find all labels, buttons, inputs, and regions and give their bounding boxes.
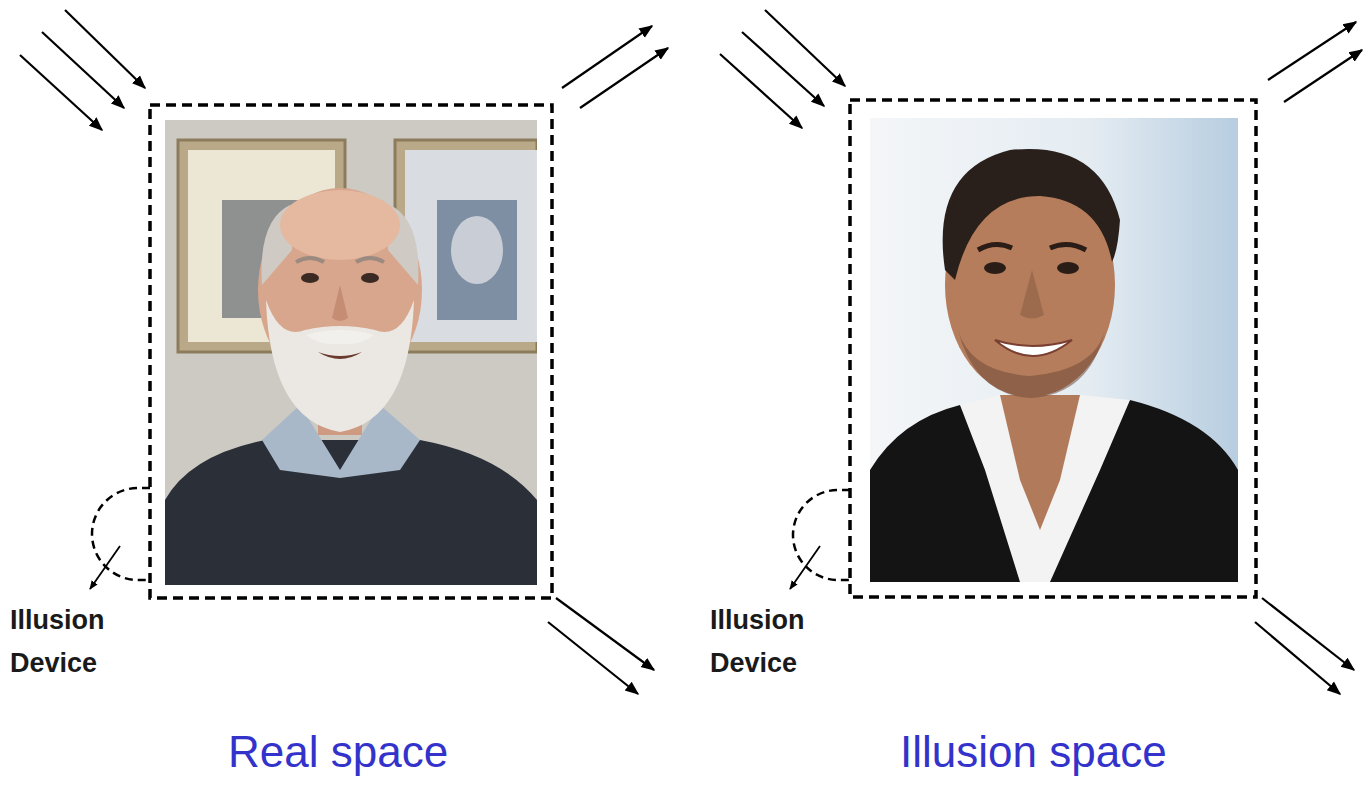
nose (332, 285, 348, 321)
ray (1268, 22, 1356, 80)
space-caption: Real space (228, 726, 448, 778)
leader-line (790, 546, 820, 589)
ray (20, 55, 102, 130)
ray (1284, 50, 1362, 102)
leader-line (90, 546, 120, 589)
eyebrow (356, 258, 384, 262)
ray (65, 10, 145, 88)
ray (742, 32, 824, 106)
ray (562, 26, 652, 88)
device-label: Illusion Device (10, 599, 150, 685)
outgoing-rays (548, 26, 668, 694)
illusion-region-boundary (850, 100, 1256, 597)
eye (1057, 262, 1079, 274)
ray (42, 32, 124, 108)
eye (361, 273, 379, 283)
ray (1255, 622, 1340, 694)
illusion-device-outline (92, 488, 150, 580)
sketch-face (451, 216, 503, 284)
ray (765, 10, 845, 86)
illusion-region-boundary (150, 105, 552, 598)
device-label: Illusion Device (710, 599, 850, 685)
stubble (958, 330, 1105, 398)
real-space-panel (20, 10, 668, 694)
ray (580, 48, 668, 108)
ray (1262, 598, 1354, 670)
ray (556, 598, 654, 670)
framed-sketch (437, 200, 517, 320)
incoming-rays (720, 10, 845, 128)
outgoing-rays (1255, 22, 1362, 694)
illusion-space-panel (720, 10, 1362, 694)
incoming-rays (20, 10, 145, 130)
eye (301, 273, 319, 283)
neck (1000, 395, 1080, 530)
smile (995, 340, 1072, 356)
moustache (306, 330, 374, 344)
bald-crown (280, 190, 400, 260)
photo-illusion (870, 118, 1238, 582)
eye (984, 262, 1006, 274)
ray (548, 622, 638, 694)
wall (165, 120, 537, 585)
eyebrow (978, 244, 1012, 250)
white-shirt (960, 395, 1130, 582)
photo-real (165, 120, 537, 585)
ray (720, 54, 802, 128)
nose (1020, 270, 1044, 319)
eyebrow (296, 258, 324, 262)
frame-mat (405, 150, 537, 342)
hair (943, 149, 1120, 280)
space-caption: Illusion space (900, 726, 1167, 778)
eyebrow (1050, 244, 1086, 250)
illusion-device-outline (793, 490, 850, 580)
mouth (318, 352, 362, 359)
backdrop (870, 118, 1238, 582)
